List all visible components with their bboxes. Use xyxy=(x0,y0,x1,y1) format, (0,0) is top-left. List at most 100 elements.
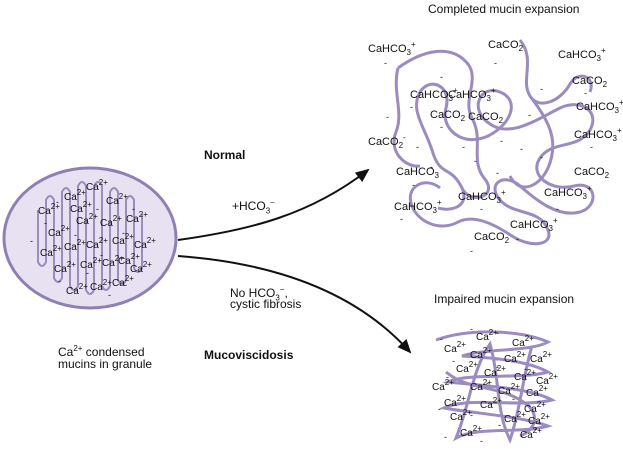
granule-caption-line1: Ca2+ condensed xyxy=(58,344,145,359)
ca2-ion: Ca2+ xyxy=(86,178,108,193)
mucoviscidosis-label: Mucoviscidosis xyxy=(204,348,294,362)
negative-charge: - xyxy=(516,234,519,244)
ca2-ion: Ca2+ xyxy=(90,278,112,293)
negative-charge: - xyxy=(440,72,443,82)
negative-charge: - xyxy=(122,228,125,238)
ca2-ion: Ca2+ xyxy=(476,328,498,343)
negative-charge: - xyxy=(498,420,501,430)
impaired-mucin-tangle xyxy=(435,330,557,444)
ca2-ion: Ca2+ xyxy=(504,410,526,425)
ca2-ion: Ca2+ xyxy=(64,188,86,203)
negative-charge: - xyxy=(438,404,441,414)
ca2-ion: Ca2+ xyxy=(106,192,128,207)
negative-charge: - xyxy=(384,58,387,68)
negative-charge: - xyxy=(496,362,499,372)
cystic-fibrosis-label: cystic fibrosis xyxy=(230,297,302,311)
negative-charge: - xyxy=(416,142,419,152)
negative-charge: - xyxy=(512,394,515,404)
ca2-ion: Ca2+ xyxy=(102,254,124,269)
ca2-ion: Ca2+ xyxy=(126,210,148,225)
ca2-ion: Ca2+ xyxy=(504,350,526,365)
ca2-ion: Ca2+ xyxy=(470,378,492,393)
cahco3-ion: CaHCO3+ xyxy=(576,98,623,115)
ca2-ion: Ca2+ xyxy=(444,394,466,409)
ca2-ion: Ca2+ xyxy=(512,334,534,349)
ca2-ion: Ca2+ xyxy=(100,214,122,229)
ca2-ion: Ca2+ xyxy=(514,368,536,383)
hco3-label: +HCO3− xyxy=(232,198,275,216)
cahco3-ion: CaHCO3+ xyxy=(410,86,458,103)
ca2-ion: Ca2+ xyxy=(530,350,552,365)
cahco3-ion: CaHCO3+ xyxy=(458,188,506,205)
ca2-ion: Ca2+ xyxy=(470,346,492,361)
ca2-ion: Ca2+ xyxy=(520,426,542,441)
negative-charge: - xyxy=(74,230,77,240)
ca2-ion: Ca2+ xyxy=(526,384,548,399)
ca2-ion: Ca2+ xyxy=(484,364,506,379)
negative-charge: - xyxy=(44,218,47,228)
ca2-ion: Ca2+ xyxy=(456,360,478,375)
cahco3-ion: CaHCO3+ xyxy=(368,40,416,57)
caco2-ion: CaCO2 xyxy=(474,231,510,245)
impaired-mucin-title: Impaired mucin expansion xyxy=(434,292,575,306)
cahco3-ion: CaHCO3+ xyxy=(510,216,558,233)
cahco3-ion: CaHCO3 xyxy=(396,166,440,180)
ca2-ion: Ca2+ xyxy=(524,400,546,415)
negative-charge: - xyxy=(470,410,473,420)
negative-charge: - xyxy=(412,180,415,190)
negative-charge: - xyxy=(440,334,443,344)
negative-charge: - xyxy=(496,168,499,178)
ca2-ion: Ca2+ xyxy=(498,382,520,397)
normal-arrow xyxy=(177,168,370,241)
caco2-ion: CaCO2 xyxy=(488,39,524,53)
cahco3-ion: CaHCO3+ xyxy=(544,184,592,201)
negative-charge: - xyxy=(590,142,593,152)
negative-charge: - xyxy=(86,268,89,278)
cahco3-ion: CaHCO3+ xyxy=(574,126,622,143)
ca2-ion: Ca2+ xyxy=(112,232,134,247)
ca2-ion: Ca2+ xyxy=(536,372,558,387)
negative-charge: - xyxy=(446,372,449,382)
negative-charge: - xyxy=(556,204,559,214)
negative-charge: - xyxy=(534,424,537,434)
impaired-ions: Ca2+Ca2+Ca2+Ca2+Ca2+Ca2+Ca2+Ca2+Ca2+Ca2+… xyxy=(432,324,558,446)
negative-charge: - xyxy=(470,324,473,334)
negative-charge: - xyxy=(540,84,543,94)
ca2-ion: Ca2+ xyxy=(432,378,454,393)
negative-charge: - xyxy=(474,156,477,166)
negative-charge: - xyxy=(462,142,465,152)
negative-charge: - xyxy=(132,204,135,214)
normal-label: Normal xyxy=(204,148,246,162)
expanded-mucin-strand-2 xyxy=(508,39,593,189)
cahco3-ion: CaHCO3+ xyxy=(394,198,442,215)
caco2-ion: CaCO2 xyxy=(574,166,610,180)
negative-charge: - xyxy=(584,88,587,98)
ca2-ion: Ca2+ xyxy=(48,224,70,239)
ca2-ion: Ca2+ xyxy=(130,260,152,275)
condensed-mucin-strands xyxy=(37,181,143,295)
ca2-ion: Ca2+ xyxy=(86,236,108,251)
ca2-ion: Ca2+ xyxy=(70,200,92,215)
caco2-ion: CaCO2 xyxy=(572,75,608,89)
negative-charge: - xyxy=(480,436,483,446)
expanded-mucin-strand xyxy=(392,49,595,246)
negative-charge: - xyxy=(496,328,499,338)
negative-charge: - xyxy=(486,378,489,388)
negative-charge: - xyxy=(400,214,403,224)
ca2-ion: Ca2+ xyxy=(80,256,102,271)
negative-charge: - xyxy=(528,110,531,120)
negative-charge: - xyxy=(524,364,527,374)
ca2-ion: Ca2+ xyxy=(134,236,156,251)
ca2-ion: Ca2+ xyxy=(444,340,466,355)
ca2-ion: Ca2+ xyxy=(112,274,134,289)
negative-charge: - xyxy=(100,250,103,260)
no-hco3-label: No HCO3−, xyxy=(230,285,288,303)
negative-charge: - xyxy=(470,246,473,256)
cahco3-ion: CaHCO3+ xyxy=(448,86,496,103)
negative-charge: - xyxy=(410,102,413,112)
ca2-ion: Ca2+ xyxy=(460,424,482,439)
ca2-ion: Ca2+ xyxy=(66,282,88,297)
negative-charge: - xyxy=(440,122,443,132)
